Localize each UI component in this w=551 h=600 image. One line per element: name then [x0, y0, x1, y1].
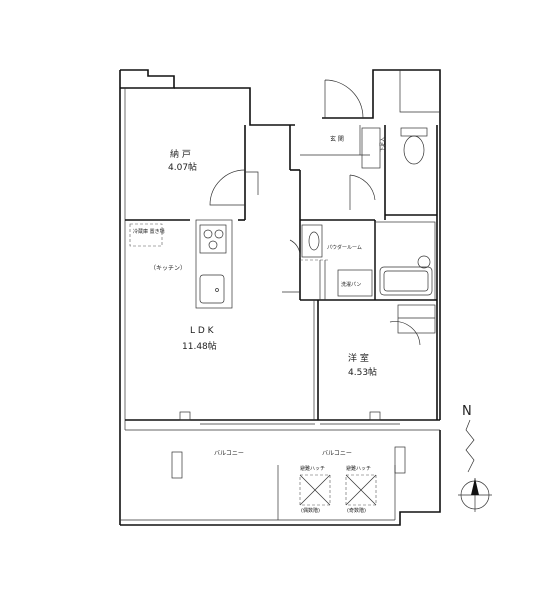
- north-arrow: [458, 419, 492, 512]
- shoe-box-label: 下足入: [380, 137, 386, 152]
- balcony-label-right: バルコニー: [322, 450, 352, 457]
- hatch-odd-note: (奇数階): [347, 507, 366, 514]
- doors: [209, 79, 421, 346]
- bathtub: [379, 255, 433, 296]
- interior-walls: [125, 125, 437, 420]
- evacuation-hatch-even: [299, 474, 331, 506]
- entrance-name: 玄 関: [330, 135, 344, 143]
- kitchen-counter: [195, 219, 233, 309]
- north-label: N: [462, 404, 472, 419]
- evacuation-hatch-odd: [345, 474, 377, 506]
- hatch-even-note: (偶数階): [301, 507, 320, 514]
- fridge-label: 冷蔵庫 置き場: [133, 228, 165, 235]
- outer-walls: [119, 69, 441, 526]
- ldk-name: L D K: [190, 326, 215, 336]
- hatch-odd-title: 避難ハッチ: [346, 465, 371, 472]
- powder-room-label: パウダールーム: [327, 244, 362, 251]
- kitchen-label: （キッチン）: [150, 265, 186, 272]
- balcony-label-left: バルコニー: [214, 450, 244, 457]
- washer-pan: [337, 269, 373, 297]
- toilet: [400, 127, 428, 165]
- washbasin: [301, 224, 323, 258]
- western-room-size: 4.53帖: [348, 366, 377, 378]
- storage-name: 納 戸: [170, 148, 191, 160]
- washer-pan-label: 洗濯パン: [341, 281, 361, 288]
- balcony-fixtures: [171, 446, 406, 479]
- ldk-size: 11.48帖: [182, 340, 217, 352]
- fridge-space: [129, 223, 163, 247]
- storage-size: 4.07帖: [168, 161, 197, 173]
- western-room-name: 洋 室: [348, 352, 369, 364]
- balcony-sashes: [179, 411, 400, 425]
- hatch-even-title: 避難ハッチ: [300, 465, 325, 472]
- storage-shelves: [300, 259, 330, 300]
